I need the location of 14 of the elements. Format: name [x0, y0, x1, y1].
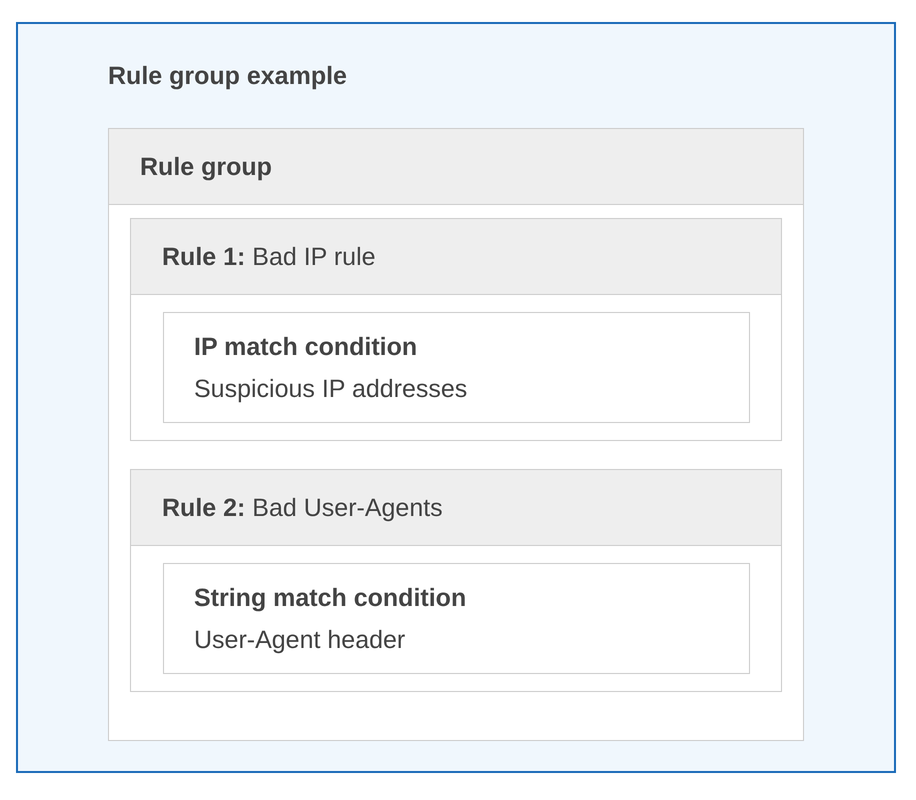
panel-title: Rule 1: Bad IP rule — [162, 242, 376, 272]
panel-title: Rule group — [140, 152, 272, 182]
frame-title: Rule group example — [108, 61, 347, 91]
diagram-frame — [16, 22, 896, 773]
condition-card — [163, 312, 750, 423]
group-panel — [108, 128, 804, 741]
condition-description: User-Agent header — [194, 625, 406, 655]
condition-description: Suspicious IP addresses — [194, 374, 468, 404]
condition-title: String match condition — [194, 583, 466, 613]
condition-title: IP match condition — [194, 332, 418, 362]
panel-title: Rule 2: Bad User-Agents — [162, 492, 443, 522]
rule-panel — [130, 469, 782, 692]
rule-panel — [130, 218, 782, 441]
condition-card — [163, 563, 750, 674]
